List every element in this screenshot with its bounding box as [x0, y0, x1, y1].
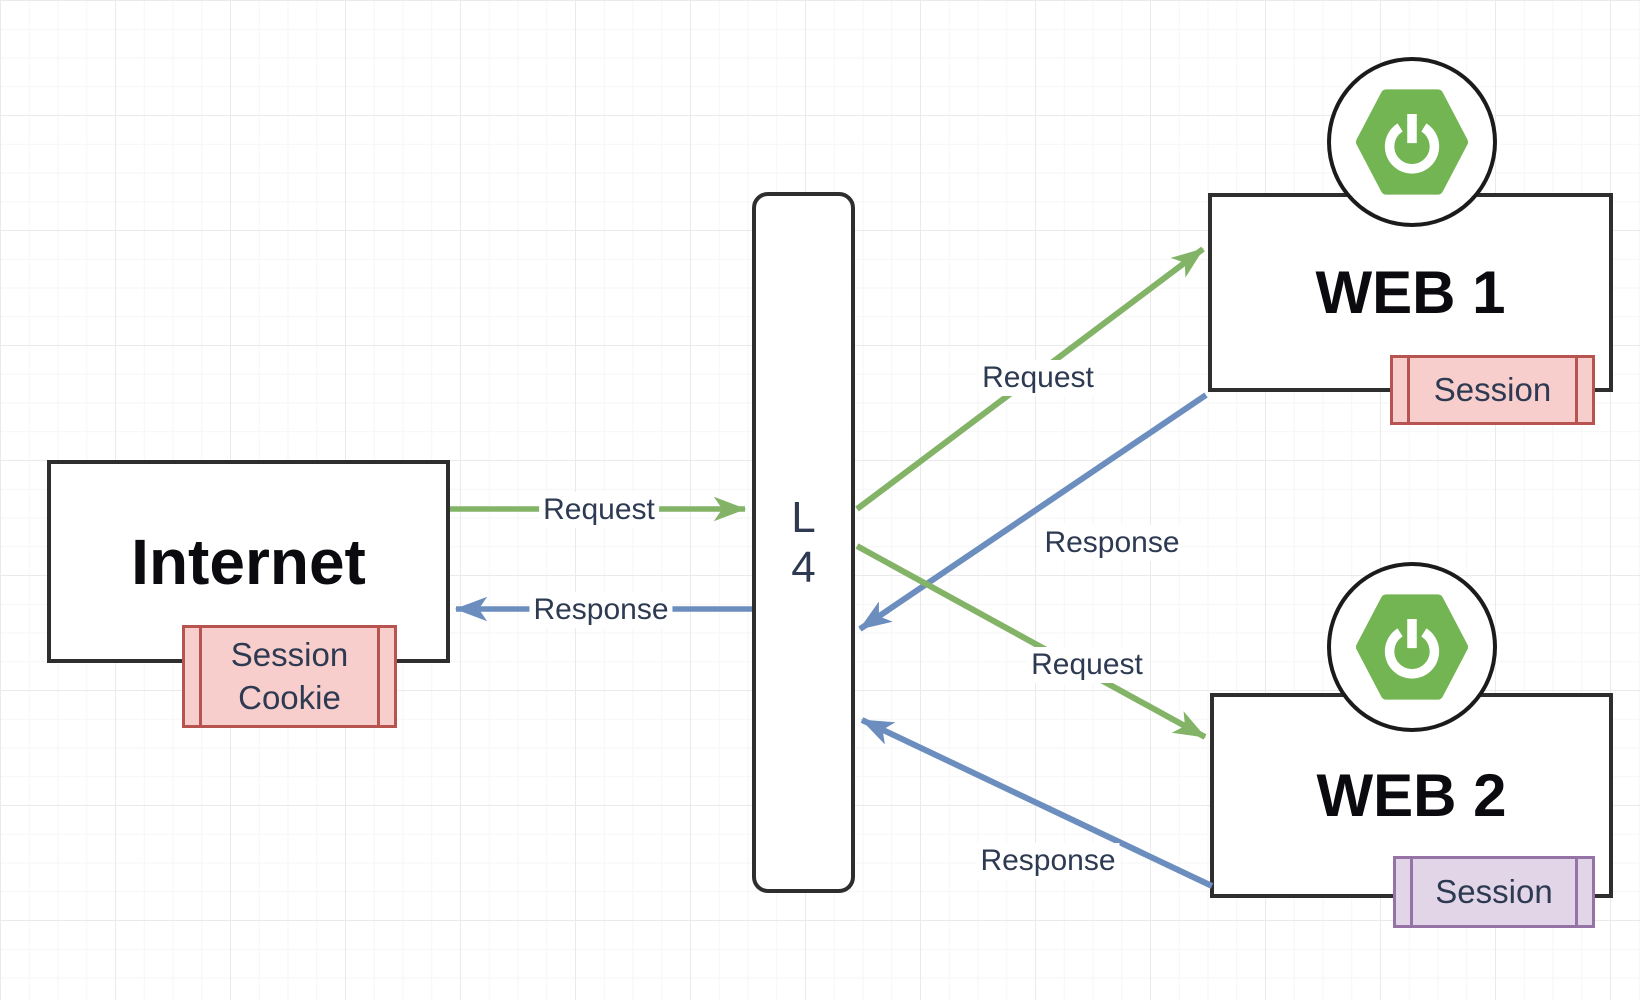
spring-boot-icon: [1356, 89, 1468, 195]
response-arrow-web1-to-l4: [858, 392, 1208, 632]
session-cookie-badge-line2: Cookie: [238, 678, 341, 716]
response-label-web1-l4: Response: [1040, 525, 1184, 561]
response-label-web2-l4: Response: [976, 843, 1120, 879]
web2-session-badge-label: Session: [1435, 873, 1553, 910]
response-label-l4-internet: Response: [529, 592, 673, 628]
web1-logo-circle: [1327, 57, 1497, 227]
request-label-l4-web1: Request: [978, 360, 1098, 396]
web1-session-badge: Session: [1390, 355, 1595, 425]
web2-label: WEB 2: [1316, 762, 1507, 829]
spring-boot-icon: [1356, 594, 1468, 700]
l4-label-line1: L: [791, 493, 816, 543]
request-label-l4-web2: Request: [1027, 647, 1147, 683]
l4-label: L 4: [791, 493, 815, 592]
l4-label-line2: 4: [791, 542, 816, 592]
web2-logo-circle: [1327, 562, 1497, 732]
request-label-internet-l4: Request: [539, 492, 659, 528]
l4-load-balancer-node: L 4: [752, 192, 855, 893]
internet-label: Internet: [131, 525, 366, 598]
web2-session-badge: Session: [1393, 856, 1595, 928]
request-arrow-l4-to-web2: [855, 543, 1207, 740]
web1-label: WEB 1: [1315, 259, 1506, 326]
session-cookie-badge-line1: Session: [230, 635, 349, 673]
web1-session-badge-label: Session: [1433, 371, 1552, 408]
session-cookie-badge: Session Cookie: [182, 625, 397, 728]
